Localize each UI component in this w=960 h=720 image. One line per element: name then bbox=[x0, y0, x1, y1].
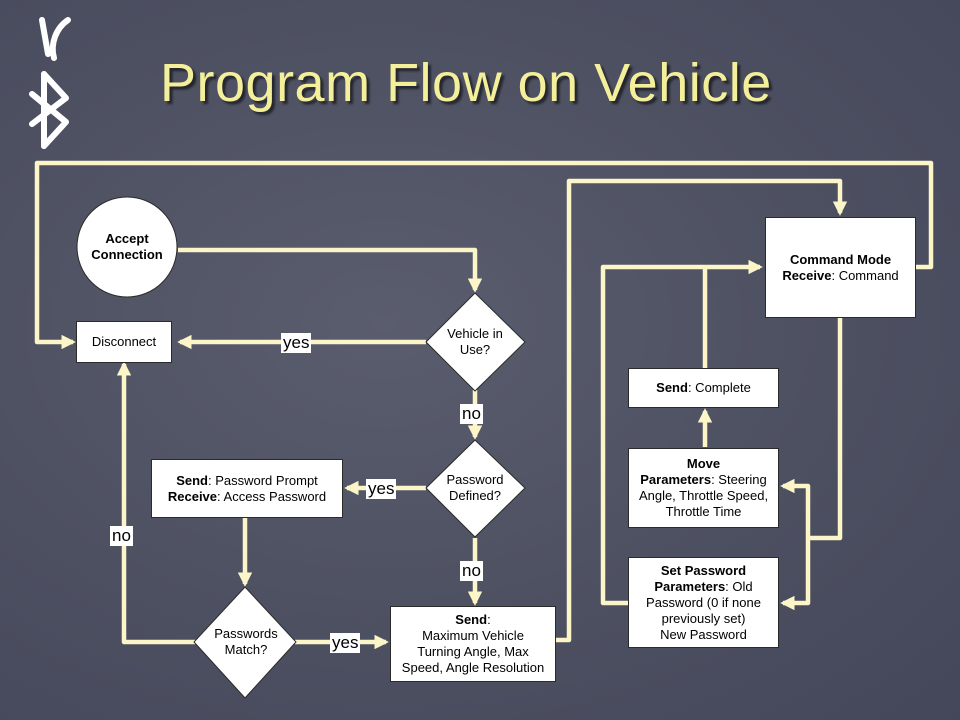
bluetooth-rune-icon bbox=[29, 17, 71, 149]
edge-accept-to-inuse bbox=[178, 247, 483, 293]
command-mode-heading: Command Mode bbox=[789, 251, 892, 267]
edge-label-match-no: no bbox=[110, 526, 133, 546]
send-vehicle-params-box: Send: Maximum Vehicle Turning Angle, Max… bbox=[390, 606, 556, 682]
send-password-prompt-box: Send: Password Prompt Receive: Access Pa… bbox=[151, 459, 343, 518]
edge-label-in-use-yes: yes bbox=[281, 333, 312, 353]
set-password-box: Set Password Parameters: Old Password (0… bbox=[628, 557, 779, 648]
password-defined-label: Password Defined? bbox=[446, 472, 504, 503]
disconnect-box: Disconnect bbox=[76, 321, 172, 363]
set-password-heading: Set Password bbox=[660, 562, 747, 578]
edge-label-defined-yes: yes bbox=[366, 479, 397, 499]
edge-label-defined-no: no bbox=[460, 561, 483, 581]
diamond-vehicle-in-use bbox=[425, 292, 526, 392]
diamond-passwords-match bbox=[193, 586, 297, 699]
edge-match-no bbox=[116, 361, 196, 645]
accept-connection-label: Accept Connection bbox=[91, 231, 163, 262]
vehicle-in-use-label: Vehicle in Use? bbox=[447, 326, 503, 357]
edge-setpw-to-command bbox=[600, 259, 763, 606]
slide-title: Program Flow on Vehicle bbox=[160, 53, 772, 113]
receive-command-line: Receive: Command bbox=[782, 267, 899, 283]
edge-command-to-move bbox=[780, 478, 811, 538]
accept-connection-circle bbox=[76, 196, 178, 298]
diamond-password-defined bbox=[425, 439, 526, 538]
passwords-match-label: Passwords Match? bbox=[214, 626, 278, 657]
send-complete-box: Send: Complete bbox=[628, 368, 779, 408]
edge-params-to-command bbox=[556, 178, 848, 643]
receive-password-line: Receive: Access Password bbox=[167, 488, 327, 504]
edge-command-to-setpw bbox=[780, 538, 811, 611]
command-mode-box: Command Mode Receive: Command bbox=[765, 217, 916, 318]
edge-label-match-yes: yes bbox=[330, 633, 361, 653]
send-params-heading: Send: bbox=[455, 612, 491, 627]
move-heading: Move bbox=[686, 456, 721, 471]
move-parameters-box: Move Parameters: Steering Angle, Throttl… bbox=[628, 448, 779, 528]
edge-label-in-use-no: no bbox=[460, 404, 483, 424]
edge-command-down bbox=[808, 318, 843, 541]
edge-command-to-disconnect bbox=[34, 160, 934, 350]
send-prompt-line: Send: Password Prompt bbox=[176, 472, 318, 488]
